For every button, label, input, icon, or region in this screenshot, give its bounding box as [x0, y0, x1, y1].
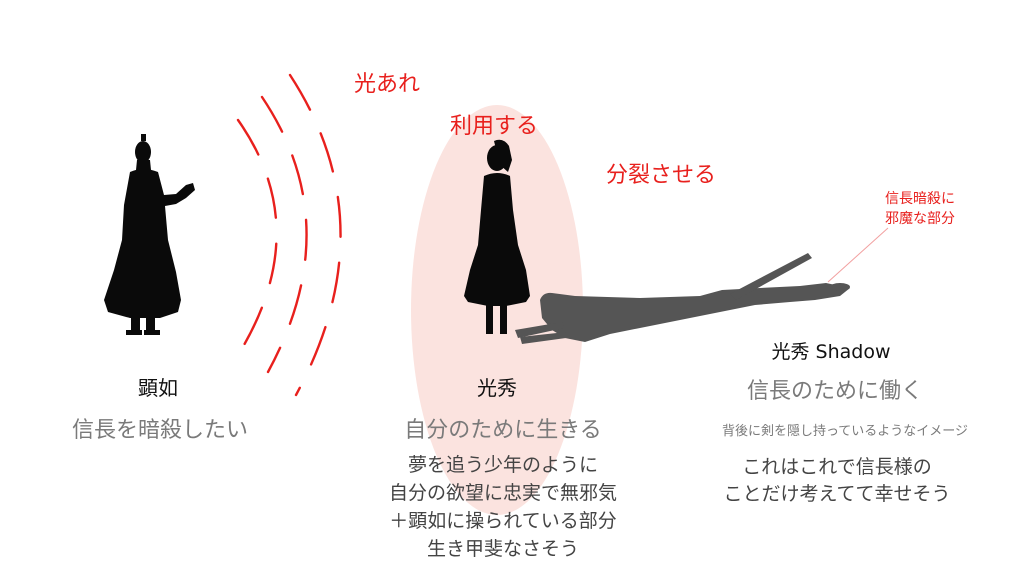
shadow-name: 光秀 Shadow	[771, 341, 891, 363]
kennyo-name: 顕如	[138, 376, 178, 400]
mitsuhide-silhouette	[464, 139, 530, 334]
halo-ellipse	[411, 105, 583, 515]
light-arcs	[236, 73, 342, 397]
callout-line1: 信長暗殺に	[885, 191, 955, 207]
light-arc	[288, 73, 342, 397]
light-arc	[236, 118, 278, 347]
shadow-detail: ことだけ考えてて幸せそう	[723, 483, 951, 505]
mitsuhide-detail: 夢を追う少年のように	[407, 454, 599, 476]
kennyo-silhouette	[104, 134, 195, 335]
shadow-silhouette	[515, 253, 850, 344]
mitsuhide-desc: 自分のために生きる	[404, 418, 602, 443]
shadow-detail: これはこれで信長様の	[742, 456, 932, 478]
mitsuhide-detail: ＋顕如に操られている部分	[389, 510, 617, 532]
shadow-desc: 信長のために働く	[746, 379, 924, 404]
mitsuhide-name: 光秀	[477, 376, 517, 400]
kennyo-desc: 信長を暗殺したい	[71, 418, 249, 443]
label-light: 光あれ	[354, 72, 421, 97]
shadow-image-note: 背後に剣を隠し持っているようなイメージ	[721, 424, 969, 439]
label-use: 利用する	[450, 114, 539, 139]
light-arc	[260, 95, 308, 374]
mitsuhide-detail: 自分の欲望に忠実で無邪気	[388, 482, 618, 504]
mitsuhide-detail: 生き甲斐なさそう	[426, 538, 580, 560]
callout-line2: 邪魔な部分	[885, 211, 955, 227]
label-split: 分裂させる	[606, 163, 717, 188]
callout-line	[827, 227, 889, 283]
